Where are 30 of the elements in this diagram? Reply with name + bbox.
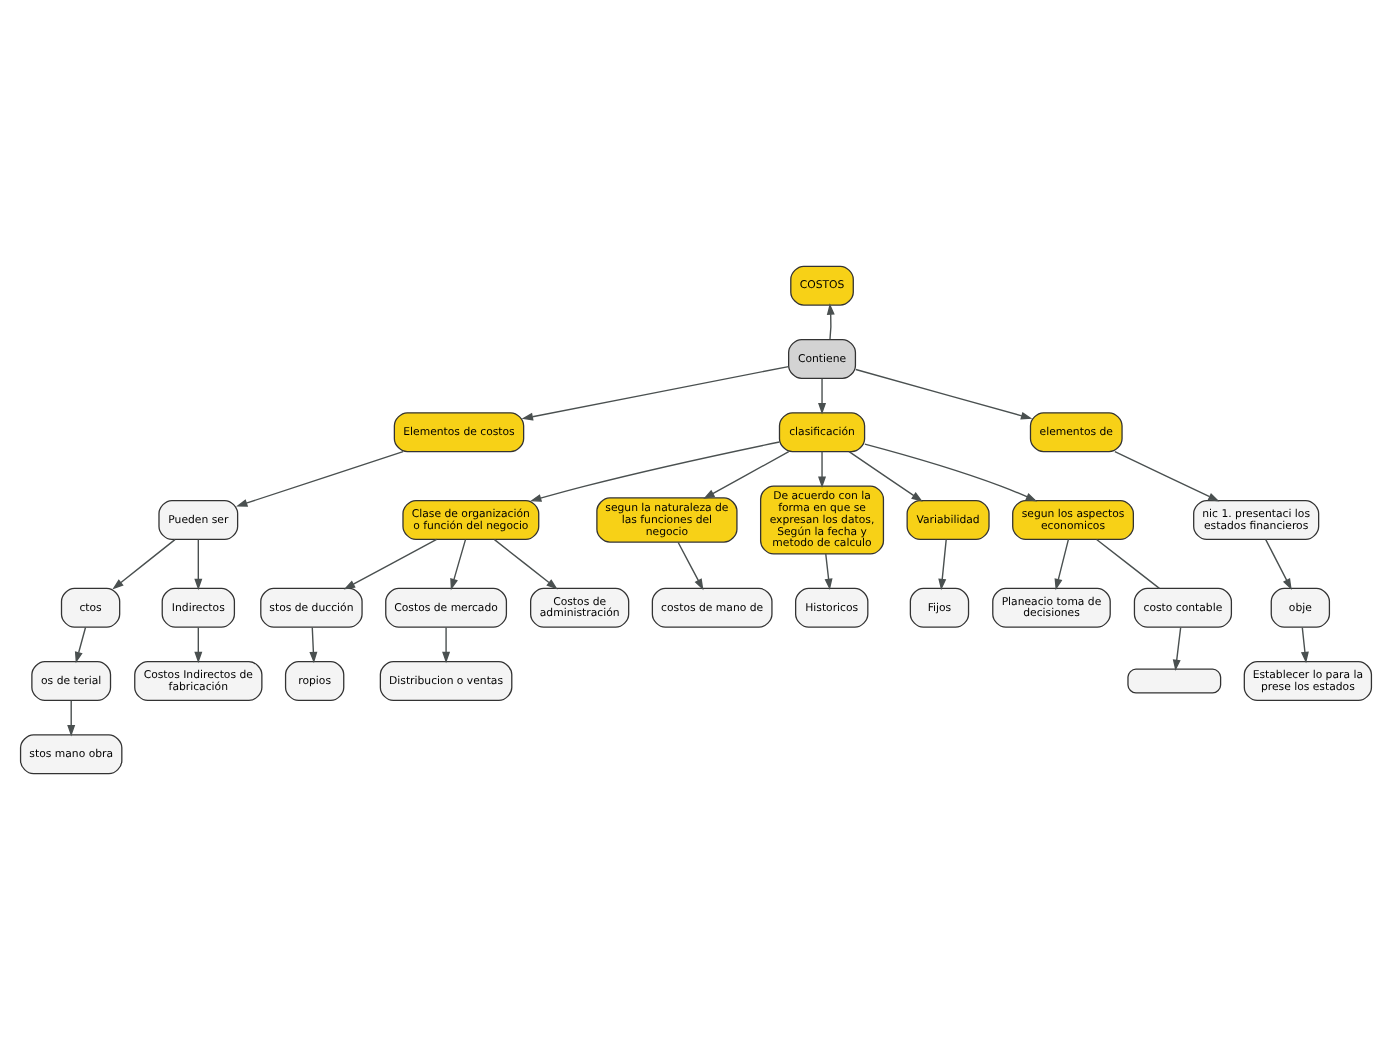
arrow — [826, 303, 835, 340]
arrow — [855, 368, 1033, 420]
arrow — [309, 626, 318, 664]
arrow — [1054, 538, 1070, 591]
arrow — [848, 450, 923, 502]
connector — [1095, 538, 1161, 590]
node-box — [1127, 668, 1222, 694]
arrow — [677, 541, 704, 591]
arrow — [938, 538, 947, 591]
arrow — [818, 451, 827, 488]
arrow — [74, 626, 87, 664]
arrow — [442, 626, 451, 664]
arrow — [67, 700, 76, 737]
arrow — [1300, 626, 1309, 664]
arrow — [864, 443, 1038, 502]
arrow — [824, 553, 833, 591]
arrow — [450, 538, 467, 591]
arrow — [236, 450, 404, 507]
arrow — [194, 538, 203, 591]
arrow — [818, 378, 827, 415]
arrow — [493, 538, 558, 590]
arrow — [1114, 450, 1220, 502]
arrow — [529, 441, 781, 502]
arrow — [1265, 538, 1292, 591]
arrow — [703, 450, 790, 499]
arrow — [112, 538, 176, 590]
arrow — [343, 538, 438, 590]
arrow — [521, 365, 790, 421]
arrow — [194, 626, 203, 664]
arrow — [1172, 626, 1182, 672]
